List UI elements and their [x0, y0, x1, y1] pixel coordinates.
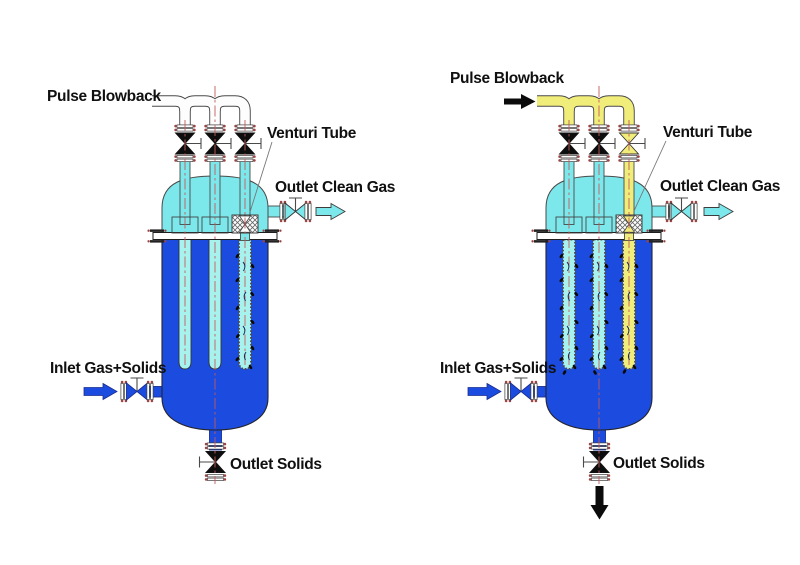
label-pulse-blowback: Pulse Blowback [47, 88, 161, 105]
outlet-solids-valve-closed [198, 450, 226, 474]
flange [690, 200, 698, 223]
label-outlet-clean-gas: Outlet Clean Gas [275, 179, 395, 196]
pulse-valve-closed [588, 132, 616, 155]
pulse-valve-closed [558, 132, 586, 155]
label-venturi-tube: Venturi Tube [663, 124, 753, 141]
venturi-leader-line [249, 141, 273, 213]
pulse-blowback-manifold [152, 95, 251, 126]
inlet-valve-open [125, 377, 149, 401]
label-venturi-tube: Venturi Tube [267, 125, 357, 142]
label-outlet-solids: Outlet Solids [230, 456, 322, 473]
label-outlet-solids: Outlet Solids [613, 455, 705, 472]
pulse-valve-closed [174, 132, 202, 155]
clean-gas-flow-arrow [703, 202, 734, 221]
inlet-flow-arrow [83, 382, 118, 401]
pulse-valve-closed [204, 132, 232, 155]
flange [304, 200, 312, 223]
inlet-valve-open [509, 377, 533, 401]
flange [588, 473, 611, 482]
flange [204, 473, 227, 482]
inlet-flow-arrow [467, 382, 502, 401]
label-outlet-clean-gas: Outlet Clean Gas [660, 178, 780, 195]
outlet-solids-valve [582, 450, 610, 474]
venturi-leader-line [633, 140, 667, 212]
solids-discharge-arrow [590, 486, 609, 520]
left-diagram: Pulse Blowback Venturi Tube Outlet Clean… [47, 86, 395, 484]
falling-dust [562, 369, 627, 375]
pulse-blowback-manifold-active [537, 95, 635, 126]
clean-gas-flow-arrow [315, 202, 346, 221]
label-inlet-gas-solids: Inlet Gas+Solids [50, 360, 166, 377]
label-pulse-blowback: Pulse Blowback [450, 70, 564, 87]
pulse-gas-flow-arrow [504, 94, 536, 109]
pulse-valve-open [618, 132, 646, 155]
right-diagram: Pulse Blowback Venturi Tube Outlet Clean… [440, 70, 780, 520]
label-inlet-gas-solids: Inlet Gas+Solids [440, 360, 556, 377]
outlet-gas-valve-open [670, 197, 693, 221]
outlet-gas-valve-open [284, 197, 307, 221]
pulse-valve-closed [234, 132, 262, 155]
